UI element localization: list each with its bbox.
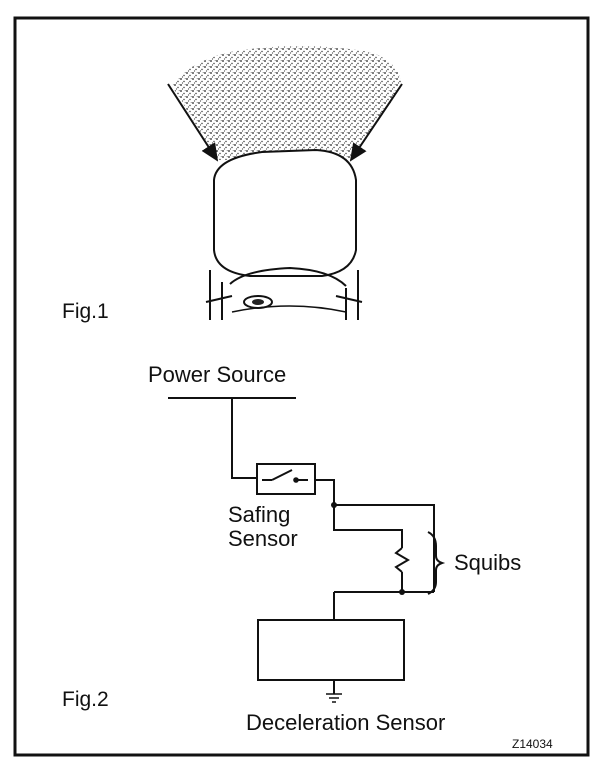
squib-resistor-zigzag [394,547,410,573]
outer-frame [13,16,590,757]
safing-switch-blade [271,469,293,481]
fig1-illustration [167,46,403,320]
power-source-label: Power Source [148,362,286,387]
steering-base-line [231,305,347,313]
arrow-right [349,83,403,162]
safing-sensor-label-line1: Safing [228,502,290,527]
airbag-deployment-zone [172,46,402,160]
deceleration-sensor-box [257,619,405,681]
wire-lower-branch-top [333,505,403,548]
fig2-circuit [168,397,435,703]
steering-column-left [205,270,233,320]
arrow-left [167,83,219,162]
wire-upper-branch [334,504,435,592]
squibs-label: Squibs [454,550,521,575]
fig2-label: Fig.2 [62,688,109,711]
safing-sensor-label-line2: Sensor [228,526,298,551]
safing-switch-contact [293,477,299,483]
deceleration-sensor-label: Deceleration Sensor [246,710,445,735]
junction-dot-top [331,502,337,508]
horn-hub-center [252,299,264,305]
diagram-code: Z14034 [512,737,553,751]
steering-pad [213,148,357,277]
steering-column-right [335,270,363,320]
wire-safing-to-junction [315,479,335,505]
junction-dot-bottom [399,589,405,595]
wire-power-to-safing [231,398,258,479]
fig1-label: Fig.1 [62,300,109,323]
steering-pad-lower [229,266,347,287]
squibs-brace [427,531,446,595]
